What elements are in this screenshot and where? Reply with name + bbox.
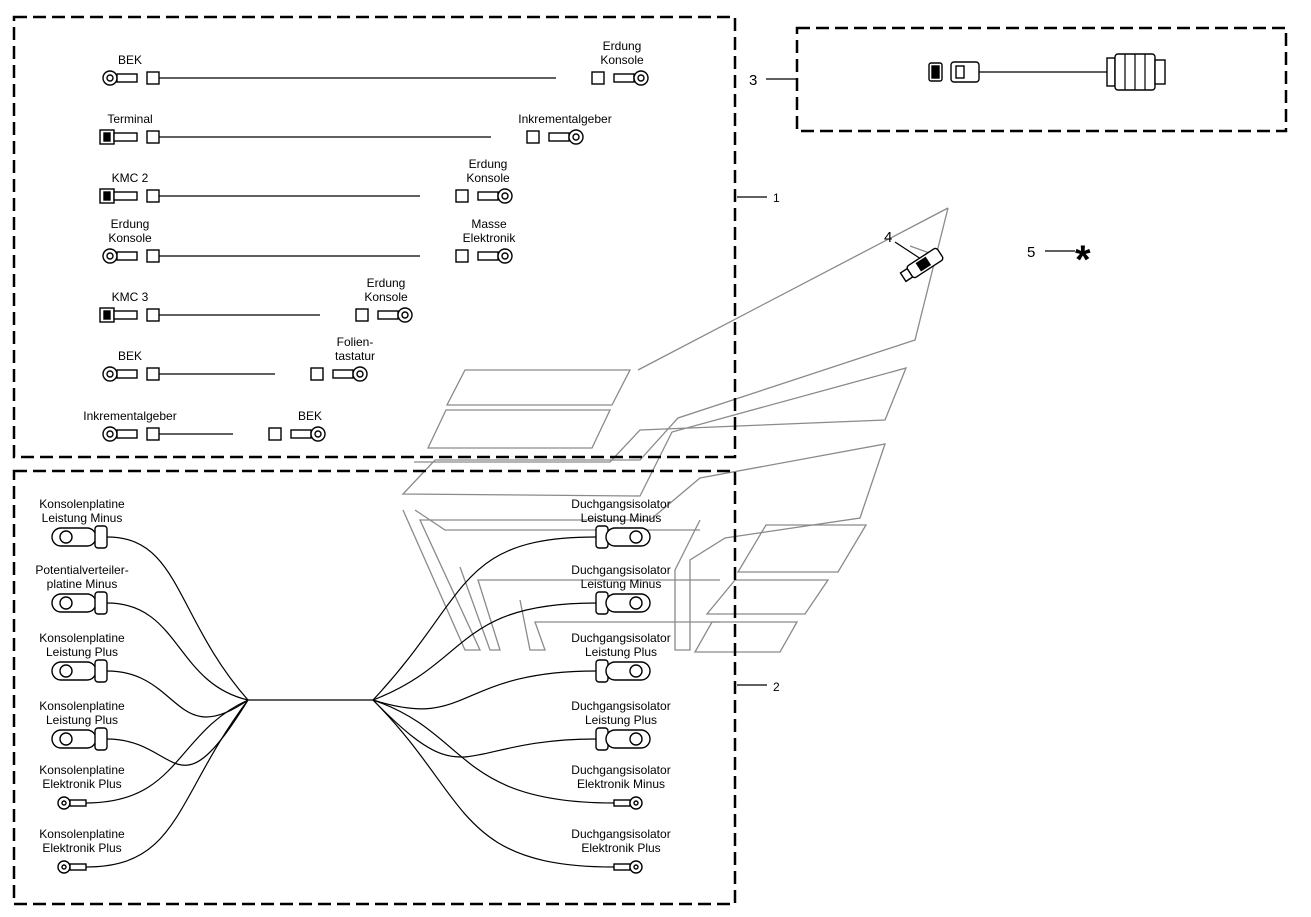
cable-w6: BEK Folien-tastatur — [102, 335, 375, 382]
label-w5-left: KMC 3 — [112, 290, 149, 304]
left-terminal — [51, 525, 249, 701]
callout-1: 1 — [773, 191, 780, 205]
label-h2-left-5: Konsolenplatine — [39, 827, 125, 841]
callout-2: 2 — [773, 680, 780, 694]
label-w4-left: Konsole — [108, 231, 152, 245]
harness-1-frame — [12, 15, 737, 459]
right-terminal — [372, 525, 651, 701]
label-h2-right-3: Leistung Plus — [585, 713, 657, 727]
label-h2-left-4: Konsolenplatine — [39, 763, 125, 777]
left-terminal — [51, 659, 249, 718]
left-terminal — [57, 699, 249, 874]
label-h2-left-1: platine Minus — [47, 577, 118, 591]
label-h2-right-2: Duchgangsisolator — [571, 631, 670, 645]
right-terminal — [372, 699, 651, 758]
label-w7-right: BEK — [298, 409, 322, 423]
asterisk-symbol: * — [1075, 238, 1091, 282]
label-w6-left: BEK — [118, 349, 142, 363]
console-ghost-drawing — [401, 207, 949, 653]
label-h2-right-0: Duchgangsisolator — [571, 497, 670, 511]
right-terminal — [372, 699, 643, 810]
label-h2-left-1: Potentialverteiler- — [35, 563, 128, 577]
label-h2-left-2: Leistung Plus — [46, 645, 118, 659]
label-h2-left-3: Leistung Plus — [46, 713, 118, 727]
label-w3-right: Erdung — [469, 157, 508, 171]
label-h2-right-3: Duchgangsisolator — [571, 699, 670, 713]
label-h2-right-1: Leistung Minus — [581, 577, 662, 591]
connector-4 — [899, 247, 944, 283]
callout-4: 4 — [884, 229, 892, 246]
callout-5: 5 — [1027, 244, 1035, 261]
label-w1-right: Erdung — [603, 39, 642, 53]
label-h2-left-3: Konsolenplatine — [39, 699, 125, 713]
label-w6-right: tastatur — [335, 349, 375, 363]
label-w4-right: Elektronik — [463, 231, 517, 245]
cable-w7: Inkrementalgeber BEK — [83, 409, 326, 442]
callout-3: 3 — [749, 72, 757, 89]
label-w2-left: Terminal — [107, 112, 152, 126]
label-w5-right: Erdung — [367, 276, 406, 290]
label-h2-right-2: Leistung Plus — [585, 645, 657, 659]
label-w3-left: KMC 2 — [112, 171, 149, 185]
label-h2-right-0: Leistung Minus — [581, 511, 662, 525]
cable-3 — [928, 53, 1166, 91]
label-h2-left-0: Konsolenplatine — [39, 497, 125, 511]
label-w1-right: Konsole — [600, 53, 644, 67]
label-w3-right: Konsole — [466, 171, 510, 185]
label-h2-left-0: Leistung Minus — [42, 511, 123, 525]
cable-w2: Terminal Inkrementalgeber — [99, 112, 612, 145]
harness-2-frame — [12, 469, 737, 906]
label-h2-right-5: Elektronik Plus — [581, 841, 660, 855]
right-terminal — [372, 659, 651, 710]
label-h2-left-5: Elektronik Plus — [42, 841, 121, 855]
label-w2-right: Inkrementalgeber — [518, 112, 611, 126]
left-terminal — [57, 699, 249, 810]
label-w5-right: Konsole — [364, 290, 408, 304]
right-terminal — [372, 591, 651, 701]
label-w4-left: Erdung — [111, 217, 150, 231]
label-w6-right: Folien- — [337, 335, 374, 349]
cable-3-frame — [795, 26, 1288, 133]
right-terminal — [372, 699, 643, 874]
label-h2-left-4: Elektronik Plus — [42, 777, 121, 791]
label-h2-left-2: Konsolenplatine — [39, 631, 125, 645]
label-w4-right: Masse — [471, 217, 507, 231]
label-w7-left: Inkrementalgeber — [83, 409, 176, 423]
label-h2-right-4: Elektronik Minus — [577, 777, 665, 791]
label-h2-right-5: Duchgangsisolator — [571, 827, 670, 841]
label-w1-left: BEK — [118, 53, 142, 67]
left-terminal — [51, 591, 249, 701]
label-h2-right-1: Duchgangsisolator — [571, 563, 670, 577]
label-h2-right-4: Duchgangsisolator — [571, 763, 670, 777]
